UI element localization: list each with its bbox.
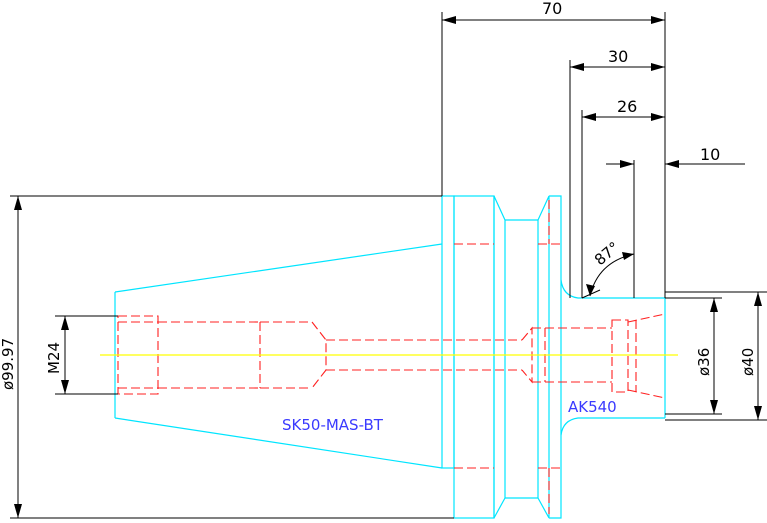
arrowheads bbox=[14, 16, 762, 518]
dim-overall-length: 70 bbox=[542, 0, 562, 18]
dim-diameter-40: ø40 bbox=[739, 348, 757, 376]
dim-thread: M24 bbox=[45, 342, 63, 374]
dim-length-30: 30 bbox=[608, 47, 628, 66]
dim-diameter-max: ø99.97 bbox=[0, 338, 17, 390]
dim-angle: 87° bbox=[591, 238, 623, 269]
dim-diameter-36: ø36 bbox=[695, 348, 713, 376]
tool-holder-outline bbox=[114, 195, 666, 519]
collet-label: AK540 bbox=[568, 398, 617, 416]
hidden-lines bbox=[117, 200, 666, 514]
dim-length-10: 10 bbox=[700, 145, 720, 164]
dimension-lines bbox=[10, 12, 767, 519]
part-name-label: SK50-MAS-BT bbox=[282, 416, 384, 434]
dim-length-26: 26 bbox=[617, 97, 637, 116]
